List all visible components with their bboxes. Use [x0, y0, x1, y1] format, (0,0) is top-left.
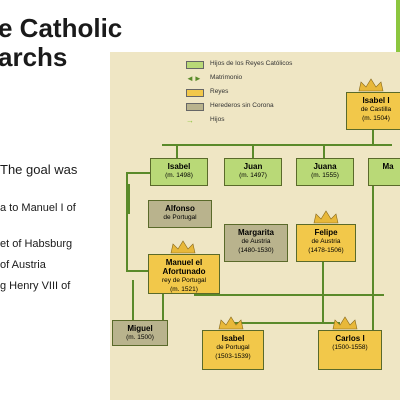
person-margarita: Margarita de Austria (1480-1530) [224, 224, 288, 262]
bullet-text: of Austria [0, 259, 46, 271]
connector-line [322, 250, 324, 324]
connector-line [126, 270, 148, 272]
connector-line [194, 294, 384, 296]
person-name: Carlos I [335, 334, 365, 343]
person-name: Isabel [167, 162, 191, 171]
person-title: de Portugal [163, 214, 197, 221]
crown-icon [218, 316, 244, 330]
connector-line [323, 144, 325, 158]
person-date: (m. 1555) [311, 172, 339, 179]
person-isabel-portugal: Isabel de Portugal (1503-1539) [202, 330, 264, 370]
bullet-text: g Henry VIII of [0, 280, 71, 292]
crown-icon [332, 316, 358, 330]
person-isabel: Isabel (m. 1498) [150, 158, 208, 186]
slide-title-line-1: e Catholic [0, 13, 123, 43]
person-title: de Castilla [360, 106, 392, 113]
person-name: Alfonso [165, 204, 195, 213]
connector-line [162, 144, 392, 146]
legend-swatch-yellow [186, 89, 204, 97]
connector-line [372, 180, 374, 350]
crown-icon [170, 240, 196, 254]
crown-icon [313, 210, 339, 224]
connector-line [132, 280, 134, 320]
person-title: de Portugal [216, 344, 250, 351]
connector-line [176, 144, 178, 158]
person-name: Margarita [237, 228, 274, 237]
crown-icon [358, 78, 384, 92]
connector-line [162, 292, 164, 322]
person-name: Ma [382, 162, 394, 171]
legend-swatch-green [186, 61, 204, 69]
person-ma: Ma [368, 158, 400, 186]
person-name: Juan [243, 162, 263, 171]
person-date: (m. 1500) [126, 334, 154, 341]
children-arrow-icon: → [186, 116, 194, 125]
person-title: de Austria [241, 238, 271, 245]
person-alfonso: Alfonso de Portugal [148, 200, 212, 228]
person-name: Isabel [221, 334, 245, 343]
person-date: (m. 1521) [170, 286, 198, 293]
person-date: (1503-1539) [215, 353, 251, 360]
person-date: (m. 1498) [165, 172, 193, 179]
person-felipe: Felipe de Austria (1478-1506) [296, 224, 356, 262]
person-date: (1480-1530) [238, 247, 274, 254]
person-name: Felipe [314, 228, 338, 237]
person-date: (1478-1506) [308, 247, 344, 254]
connector-line [252, 144, 254, 158]
bullet-text: et of Habsburg [0, 238, 73, 250]
connector-line [128, 184, 130, 214]
connector-line [126, 172, 152, 174]
person-title: rey de Portugal [161, 277, 207, 284]
marriage-arrow-icon: ◄► [186, 74, 202, 83]
person-date: (m. 1504) [362, 115, 390, 122]
connector-line [230, 322, 340, 324]
person-juana: Juana (m. 1555) [296, 158, 354, 186]
slide-title-line-2: archs [0, 42, 68, 72]
person-miguel: Miguel (m. 1500) [112, 320, 168, 346]
connector-line [126, 172, 128, 272]
person-date: (1500-1558) [332, 344, 368, 351]
family-tree-diagram: Hijos de los Reyes Católicos ◄► Matrimon… [110, 52, 400, 400]
person-name: Manuel el Afortunado [162, 258, 206, 276]
person-title: de Austria [311, 238, 341, 245]
person-isabel-i: Isabel I de Castilla (m. 1504) [346, 92, 400, 130]
legend-swatch-olive [186, 103, 204, 111]
person-juan: Juan (m. 1497) [224, 158, 282, 186]
person-name: Juana [313, 162, 337, 171]
person-carlos-i: Carlos I (1500-1558) [318, 330, 382, 370]
person-name: Miguel [127, 324, 153, 333]
bullet-text: The goal was [0, 162, 78, 177]
bullet-text: a to Manuel I of [0, 202, 76, 214]
connector-line [372, 130, 374, 146]
person-date: (m. 1497) [239, 172, 267, 179]
person-manuel: Manuel el Afortunado rey de Portugal (m.… [148, 254, 220, 294]
person-name: Isabel I [362, 96, 390, 105]
